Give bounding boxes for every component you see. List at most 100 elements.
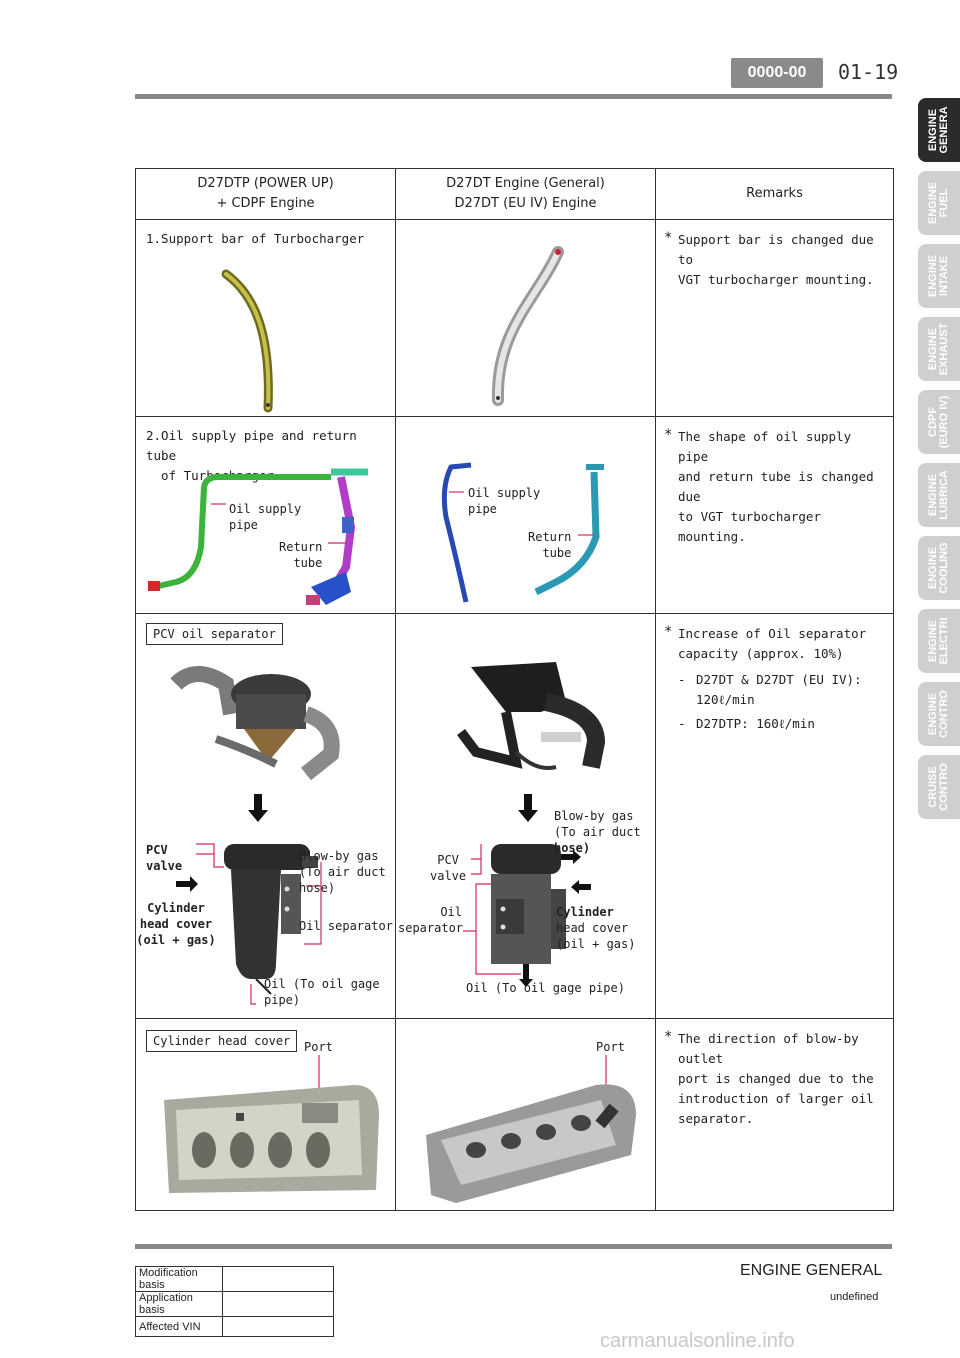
- table-row: 2.Oil supply pipe and return tube of Tur…: [135, 416, 894, 614]
- table-row: Cylinder head cover Port Port: [135, 1018, 894, 1211]
- oil-pipes-d27dt-image: [441, 462, 604, 603]
- header-line: D27DT (EU IV) Engine: [454, 196, 597, 211]
- label-line: Return: [279, 540, 323, 554]
- label-line: PCV: [437, 853, 459, 867]
- section-label-pcv: PCV oil separator: [146, 623, 283, 645]
- remark-line: introduction of larger oil: [678, 1091, 874, 1106]
- section-label-cylinder-head: Cylinder head cover: [146, 1030, 298, 1052]
- label-line: head cover: [139, 917, 213, 931]
- label-cylinder-head-cover: Cylinder head cover (oil + gas): [556, 904, 635, 952]
- cell-remarks: * Support bar is changed due to VGT turb…: [655, 219, 894, 417]
- tab-engine-lubrication[interactable]: ENGINE LUBRICA: [918, 463, 960, 527]
- remark-line: The shape of oil supply pipe: [678, 429, 852, 464]
- down-arrow-icon: [248, 794, 268, 822]
- support-bar-d27dt-image: [491, 246, 564, 406]
- label-oil-supply-pipe: Oil supply pipe: [468, 485, 540, 517]
- tab-cruise-control[interactable]: CRUISE CONTRO: [918, 755, 960, 819]
- label-return-tube: Return tube: [279, 539, 322, 571]
- label-line: pipe: [468, 502, 497, 516]
- remark-sub-item: - D27DTP: 160ℓ/min: [678, 714, 866, 734]
- cell-d27dtp: PCV oil separator: [135, 613, 396, 1019]
- dash-bullet: -: [678, 716, 686, 731]
- field-label: Modification basis: [135, 1266, 223, 1292]
- bullet-star: *: [664, 230, 673, 246]
- remark-line: and return tube is changed due: [678, 469, 874, 504]
- row-title-line: 2.Oil supply pipe and return tube: [146, 428, 357, 463]
- table-row: Affected VIN: [135, 1316, 334, 1337]
- tab-label: ENGINE GENERA: [927, 106, 950, 154]
- label-line: tube: [542, 546, 572, 560]
- watermark: carmanualsonline.info: [600, 1330, 795, 1352]
- cell-d27dtp: 2.Oil supply pipe and return tube of Tur…: [135, 416, 396, 614]
- label-line: (oil + gas): [136, 933, 216, 947]
- tab-engine-exhaust[interactable]: ENGINE EXHAUST: [918, 317, 960, 381]
- modification-table: Modification basis Application basis Aff…: [135, 1266, 334, 1337]
- tab-cdpf[interactable]: CDPF (EURO IV): [918, 390, 960, 454]
- pcv-assembly-photo: [457, 662, 606, 770]
- bullet-star: *: [664, 1029, 673, 1045]
- label-line: Blow-by gas: [554, 809, 634, 823]
- tab-engine-cooling[interactable]: ENGINE COOLING: [918, 536, 960, 600]
- label-line: (oil + gas): [556, 937, 636, 951]
- label-line: (To air duct: [299, 865, 386, 879]
- cell-d27dt: Blow-by gas (To air duct hose) PCV valve…: [395, 613, 656, 1019]
- label-line: pipe: [229, 518, 258, 532]
- label-oil-to-gage-pipe: Oil (To oil gage pipe): [264, 976, 380, 1008]
- cell-d27dt: Oil supply pipe Return tube: [395, 416, 656, 614]
- cell-remarks: * The shape of oil supply pipe and retur…: [655, 416, 894, 614]
- tab-label: ENGINE EXHAUST: [927, 322, 950, 376]
- pcv-assembly-photo: [170, 666, 340, 781]
- label-line: Oil (To oil gage: [264, 977, 380, 991]
- remark-line: The direction of blow-by outlet: [678, 1031, 859, 1066]
- top-rule: [135, 94, 892, 99]
- remark-line: port is changed due to the: [678, 1071, 874, 1086]
- remark-line: D27DTP: 160ℓ/min: [696, 716, 815, 731]
- label-line: PCV: [146, 843, 168, 857]
- remark: * The shape of oil supply pipe and retur…: [656, 417, 893, 547]
- label-line: valve: [146, 859, 183, 873]
- label-line: tube: [293, 556, 323, 570]
- table-header-row: D27DTP (POWER UP) + CDPF Engine D27DT En…: [135, 168, 894, 220]
- field-label: Affected VIN: [135, 1316, 223, 1337]
- remark-line: separator.: [678, 1111, 754, 1126]
- label-line: Cylinder: [556, 905, 614, 919]
- label-blow-by-gas: Blow-by gas (To air duct hose): [554, 808, 641, 856]
- dash-bullet: -: [678, 672, 686, 687]
- remark-line: capacity (approx. 10%): [678, 646, 844, 661]
- tab-engine-intake[interactable]: ENGINE INTAKE: [918, 244, 960, 308]
- label-port: Port: [596, 1040, 625, 1054]
- header-line: + CDPF Engine: [216, 196, 315, 211]
- label-blow-by-gas: Blow-by gas (To air duct hose): [299, 848, 386, 896]
- label-line: separator: [398, 921, 464, 935]
- pcv-diagram-d27dtp: [176, 843, 322, 1005]
- cell-remarks: * The direction of blow-by outlet port i…: [655, 1018, 894, 1211]
- cell-d27dtp: 1.Support bar of Turbocharger: [135, 219, 396, 417]
- remark-line: 120ℓ/min: [696, 692, 755, 707]
- table-row: Application basis: [135, 1291, 334, 1317]
- label-port: Port: [304, 1040, 333, 1054]
- label-line: valve: [430, 869, 467, 883]
- remark-line: to VGT turbocharger mounting.: [678, 509, 821, 544]
- support-bar-d27dtp-image: [221, 269, 273, 413]
- tab-engine-control[interactable]: ENGINE CONTRO: [918, 682, 960, 746]
- cylinder-head-cover-photo: [426, 1055, 636, 1203]
- tab-label: ENGINE ELECTRI: [927, 617, 950, 665]
- tab-engine-fuel[interactable]: ENGINE FUEL: [918, 171, 960, 235]
- bottom-rule: [135, 1244, 892, 1249]
- tab-engine-general[interactable]: ENGINE GENERA: [918, 98, 960, 162]
- label-line: Blow-by gas: [299, 849, 379, 863]
- oil-pipes-d27dtp-image: [148, 468, 368, 605]
- cell-d27dt: [395, 219, 656, 417]
- tab-engine-electrical[interactable]: ENGINE ELECTRI: [918, 609, 960, 673]
- tab-label: ENGINE COOLING: [927, 542, 950, 594]
- remark: * Increase of Oil separator capacity (ap…: [656, 614, 893, 734]
- label-line: Oil supply: [468, 486, 541, 500]
- field-label: Application basis: [135, 1291, 223, 1317]
- down-arrow-icon: [518, 794, 538, 822]
- row-title: 1.Support bar of Turbocharger: [146, 231, 365, 246]
- label-line: (To air duct: [554, 825, 641, 839]
- label-cylinder-head-cover: Cylinder head cover (oil + gas): [136, 900, 216, 948]
- tab-label: ENGINE LUBRICA: [927, 470, 950, 520]
- tab-label: CDPF (EURO IV): [927, 395, 950, 449]
- page-number: 01-19: [838, 60, 899, 84]
